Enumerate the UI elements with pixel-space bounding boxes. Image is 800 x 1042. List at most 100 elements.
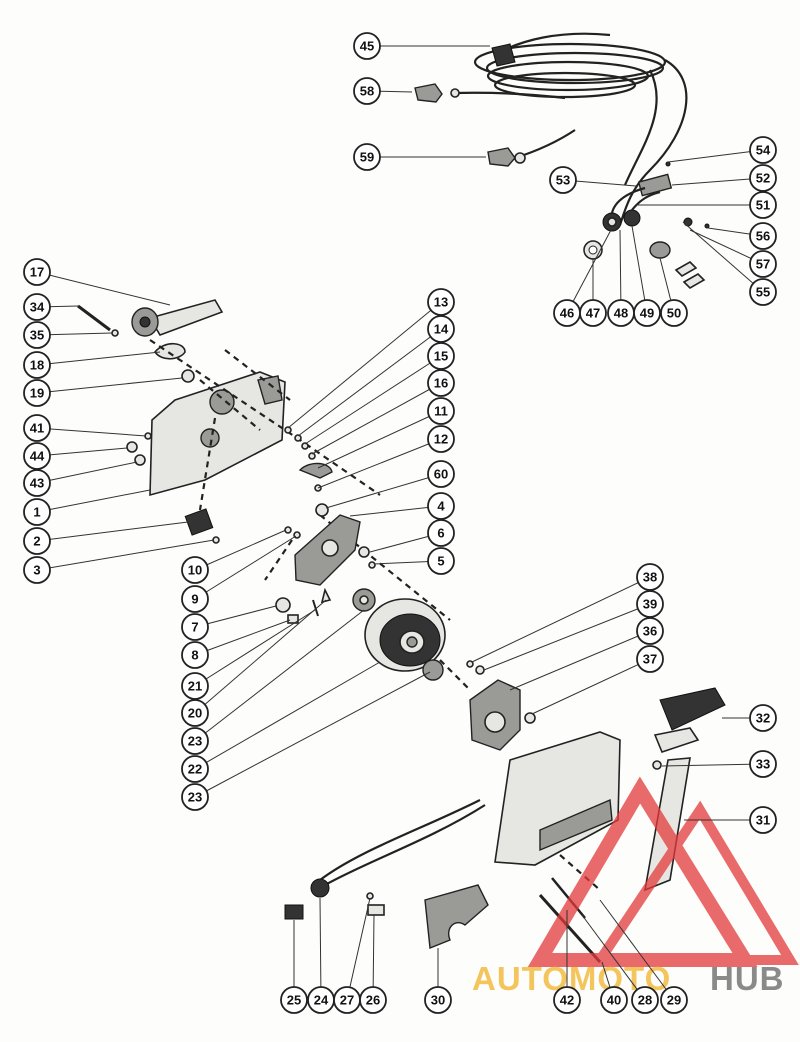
callout-label: 41	[30, 421, 44, 436]
leader-line-3	[36, 539, 215, 571]
callout-label: 13	[434, 295, 448, 310]
callout-circle	[181, 585, 209, 613]
callout-circle	[181, 699, 209, 727]
callout-label: 56	[756, 229, 770, 244]
leader-line-23	[194, 671, 431, 798]
callout-12: 12	[427, 425, 455, 453]
callout-circle	[749, 278, 777, 306]
callout-label: 58	[360, 84, 374, 99]
parts-25-24-27-26	[284, 878, 385, 920]
callout-circle	[427, 519, 455, 547]
callout-label: 2	[33, 534, 40, 549]
callout-label: 26	[366, 993, 380, 1008]
callout-label: 34	[30, 300, 45, 315]
callout-label: 20	[188, 706, 202, 721]
callout-label: 40	[607, 993, 621, 1008]
leader-line-60	[325, 473, 442, 509]
cable-24	[319, 799, 486, 886]
callout-30: 30	[424, 986, 452, 1014]
callout-label: 10	[188, 563, 202, 578]
callout-circle	[23, 527, 51, 555]
leader-line-8	[194, 619, 291, 656]
callout-14: 14	[427, 315, 455, 343]
callout-circle	[181, 783, 209, 811]
leader-line-15	[304, 355, 442, 445]
cover-plate-31	[494, 731, 621, 866]
callout-circle	[181, 556, 209, 584]
callout-circle	[424, 986, 452, 1014]
callout-circle	[553, 986, 581, 1014]
drum-22	[364, 598, 446, 672]
callout-label: 28	[638, 993, 652, 1008]
cam-23-hub	[352, 588, 376, 612]
leader-line-41	[36, 427, 147, 437]
callout-circle	[749, 164, 777, 192]
callout-circle	[600, 986, 628, 1014]
callout-label: 15	[434, 349, 448, 364]
watermark-logo	[527, 776, 799, 967]
callout-6: 6	[427, 519, 455, 547]
callout-circle	[579, 299, 607, 327]
callout-circle	[353, 77, 381, 105]
callout-31: 31	[749, 806, 777, 834]
callout-2: 2	[23, 527, 51, 555]
callout-label: 31	[756, 813, 770, 828]
callout-label: 17	[30, 265, 44, 280]
callout-38: 38	[636, 563, 664, 591]
callout-label: 49	[640, 306, 654, 321]
leader-line-11	[317, 410, 442, 469]
callout-52: 52	[749, 164, 777, 192]
callout-label: 51	[756, 198, 770, 213]
callout-37: 37	[636, 645, 664, 673]
callout-label: 8	[191, 648, 198, 663]
callout-circle	[353, 32, 381, 60]
leader-line-33	[661, 763, 764, 767]
leader-line-19	[36, 377, 183, 394]
callout-circle	[23, 351, 51, 379]
callout-circle	[353, 143, 381, 171]
callout-3: 3	[23, 556, 51, 584]
callout-label: 19	[30, 386, 44, 401]
callout-label: 24	[314, 993, 329, 1008]
battery-cable-58	[414, 83, 566, 103]
callout-27: 27	[333, 986, 361, 1014]
leader-line-17	[36, 271, 171, 306]
callout-15: 15	[427, 342, 455, 370]
ignition-switch-assembly	[583, 161, 710, 289]
callout-49: 49	[633, 299, 661, 327]
callout-label: 6	[437, 526, 444, 541]
callout-20: 20	[181, 699, 209, 727]
callout-label: 5	[437, 554, 444, 569]
leader-line-27	[346, 897, 371, 1001]
callout-34: 34	[23, 293, 51, 321]
callout-17: 17	[23, 258, 51, 286]
leader-line-4	[349, 505, 442, 517]
leader-line-2	[36, 521, 189, 542]
callout-23: 23	[181, 727, 209, 755]
callout-33: 33	[749, 750, 777, 778]
callout-circle	[749, 750, 777, 778]
callout-26: 26	[359, 986, 387, 1014]
callout-label: 54	[756, 143, 771, 158]
callout-circle	[631, 986, 659, 1014]
callout-circle	[636, 617, 664, 645]
leader-line-54	[667, 149, 764, 163]
callout-4: 4	[427, 492, 455, 520]
callout-circle	[427, 397, 455, 425]
callout-28: 28	[631, 986, 659, 1014]
callout-label: 9	[191, 592, 198, 607]
leader-line-52	[671, 177, 764, 186]
callout-circle	[23, 321, 51, 349]
callout-label: 4	[437, 499, 445, 514]
callout-circle	[749, 250, 777, 278]
leader-line-39	[483, 603, 651, 671]
callout-46: 46	[553, 299, 581, 327]
callout-label: 35	[30, 328, 44, 343]
callout-8: 8	[181, 641, 209, 669]
leader-line-46	[566, 227, 613, 314]
callout-36: 36	[636, 617, 664, 645]
callout-55: 55	[749, 278, 777, 306]
callout-16: 16	[427, 369, 455, 397]
callout-circle	[23, 293, 51, 321]
